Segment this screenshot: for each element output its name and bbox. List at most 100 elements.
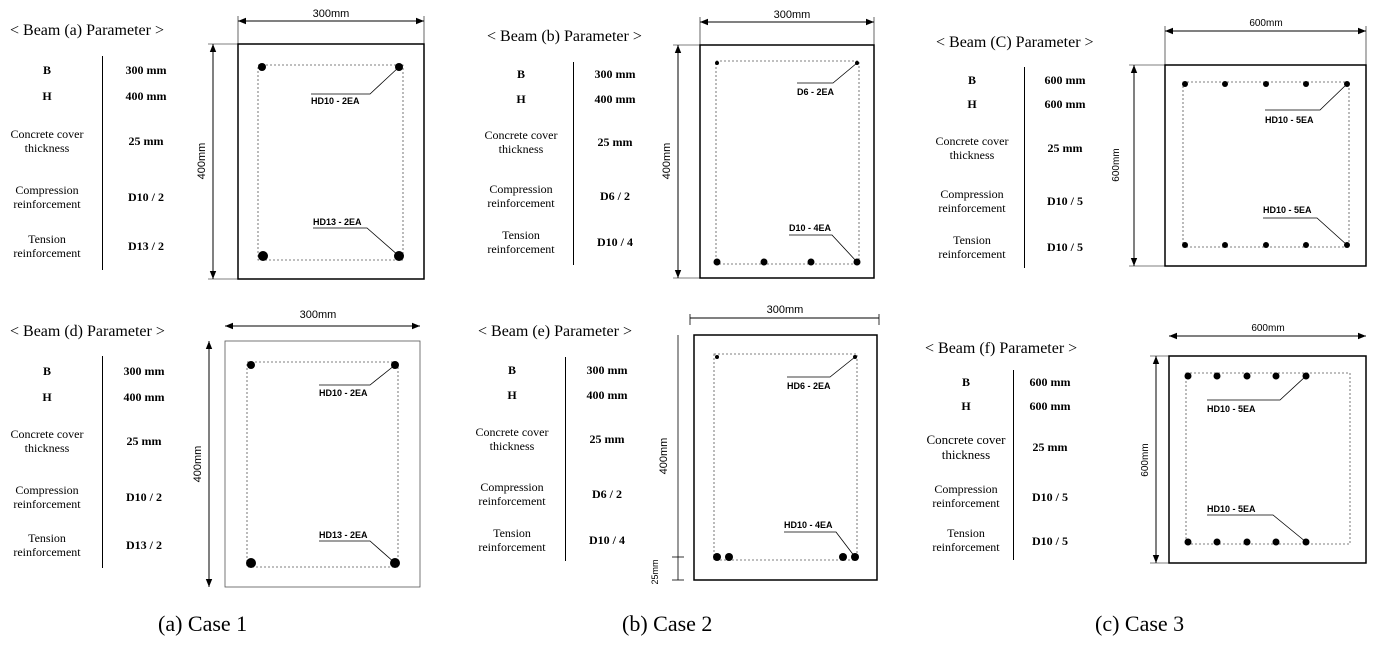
leader-line [1207,514,1307,543]
param-value: 25 mm [128,134,164,148]
param-value: D10 / 2 [126,490,162,504]
caption-case-3: (c) Case 3 [1095,611,1185,636]
param-value: 600 mm [1044,73,1086,87]
width-dimension-label: 300mm [300,309,337,321]
param-label: H [507,388,517,402]
param-label: Tension reinforcement [13,232,81,260]
panel-title: < Beam (e) Parameter > [478,323,632,340]
param-label: H [42,390,52,404]
param-value: D13 / 2 [126,538,162,552]
leader-line [311,66,400,95]
compression-rebar [1222,81,1228,87]
param-label: B [967,73,976,87]
compression-rebar [1272,372,1280,380]
param-value: 600 mm [1029,399,1071,413]
tension-rebar [725,553,733,561]
tension-rebar [1213,538,1221,546]
compression-rebar [1263,81,1269,87]
bottom-bar-label: HD10 - 5EA [1207,504,1256,514]
top-bar-label: HD10 - 2EA [311,96,360,106]
param-value: D10 / 5 [1032,490,1068,504]
compression-rebar [1184,372,1192,380]
top-bar-label: HD10 - 5EA [1265,115,1314,125]
param-value: D10 / 4 [589,533,625,547]
leader-line [789,234,858,263]
param-value: 600 mm [1044,97,1086,111]
panel-title: < Beam (C) Parameter > [936,34,1094,51]
param-label: Compression reinforcement [938,187,1006,215]
caption-case-1: (a) Case 1 [158,611,248,636]
stirrup-outline [257,64,404,261]
tension-rebar [713,258,721,266]
param-value: 25 mm [126,434,162,448]
top-bar-label: HD6 - 2EA [787,381,831,391]
tension-rebar [713,553,721,561]
width-dimension-label: 600mm [1251,323,1284,334]
width-dimension-label: 300mm [767,304,804,316]
stirrup-outline [715,60,860,265]
panel-title: < Beam (a) Parameter > [10,22,164,39]
param-value: 600 mm [1029,375,1071,389]
param-label: Concrete cover thickness [10,127,84,155]
beam-section-outline [237,43,425,280]
beam-section-outline [1164,64,1367,267]
param-value: 400 mm [586,388,628,402]
height-dimension-label: 400mm [192,446,204,483]
param-value: D13 / 2 [128,239,164,253]
height-dimension-label: 600mm [1111,148,1122,181]
table-divider [1024,67,1025,268]
param-label: B [961,375,970,389]
param-label: Concrete cover thickness [484,128,558,156]
compression-rebar [1303,81,1309,87]
param-label: Tension reinforcement [13,531,81,559]
beam-section-outline [1168,355,1367,564]
param-label: Tension reinforcement [478,526,546,554]
table-divider [565,357,566,561]
param-label: H [967,97,977,111]
leader-line [1265,83,1348,111]
leader-line [784,531,856,558]
compression-rebar [715,61,719,65]
param-value: 400 mm [594,92,636,106]
table-divider [1013,370,1014,560]
tension-rebar [1272,538,1280,546]
stirrup-outline [1185,372,1351,545]
param-value: 25 mm [589,432,625,446]
param-label: H [961,399,971,413]
beam-section-outline [693,334,878,581]
caption-case-2: (b) Case 2 [622,611,713,636]
param-label: B [42,364,51,378]
bottom-bar-label: D10 - 4EA [789,223,832,233]
param-value: 25 mm [1032,440,1068,454]
param-label: Tension reinforcement [487,228,555,256]
param-value: 400 mm [123,390,165,404]
bottom-bar-label: HD13 - 2EA [313,217,362,227]
param-value: D10 / 4 [597,235,633,249]
leader-line [1207,375,1307,401]
param-label: Tension reinforcement [938,233,1006,261]
leader-line [319,540,396,564]
param-value: D6 / 2 [600,189,630,203]
tension-rebar [1222,242,1228,248]
param-value: D6 / 2 [592,487,622,501]
param-value: 25 mm [597,135,633,149]
tension-rebar [839,553,847,561]
tension-rebar [1243,538,1251,546]
top-bar-label: HD10 - 2EA [319,388,368,398]
param-label: Compression reinforcement [13,183,81,211]
param-label: Compression reinforcement [932,482,1000,510]
param-label: B [507,363,516,377]
param-value: D10 / 5 [1047,240,1083,254]
stirrup-outline [713,353,858,561]
width-dimension-label: 600mm [1249,18,1282,29]
compression-rebar [715,355,719,359]
panel-title: < Beam (b) Parameter > [487,28,642,45]
param-value: 400 mm [125,89,167,103]
table-divider [102,56,103,270]
width-dimension-label: 300mm [774,9,811,21]
param-value: D10 / 5 [1047,194,1083,208]
